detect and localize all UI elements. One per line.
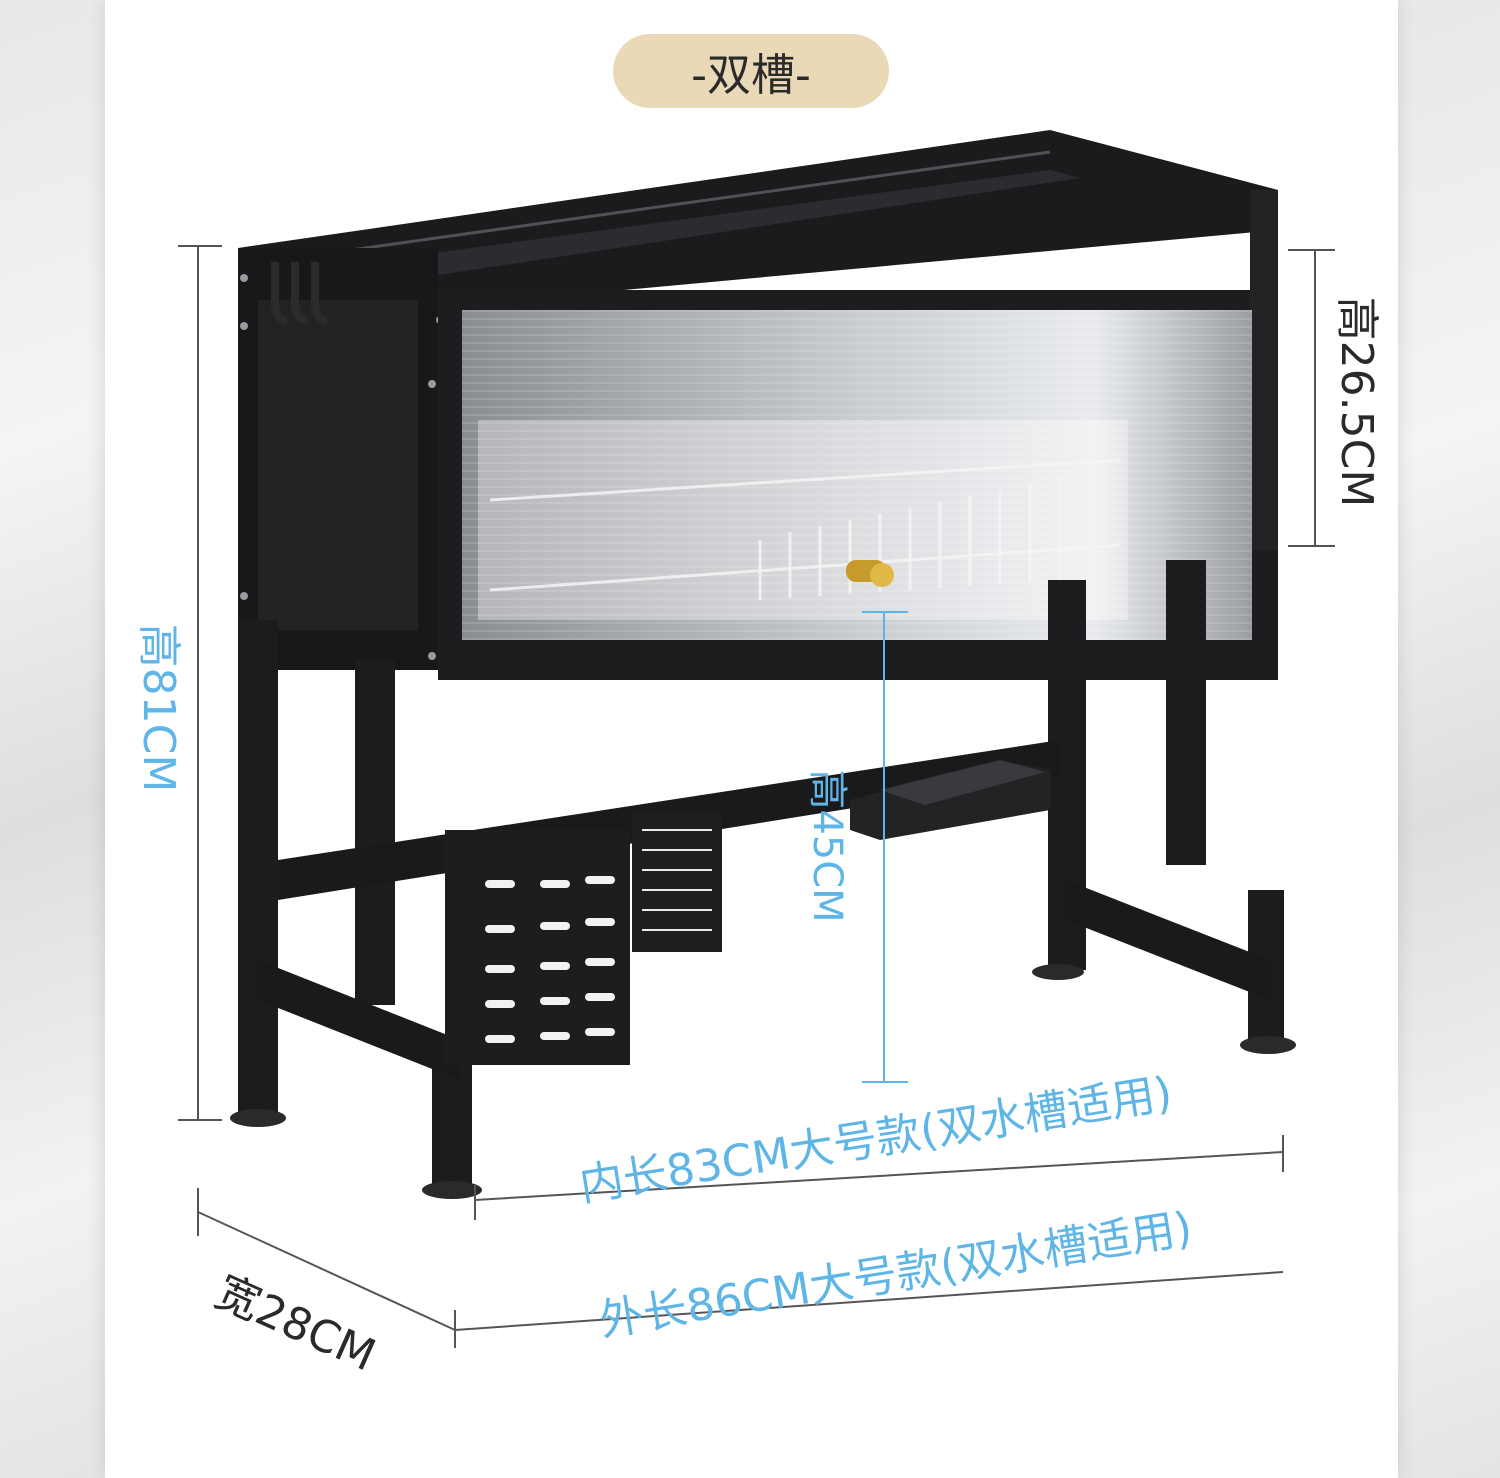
clearance-dimension-line: [862, 611, 908, 1083]
marble-background-right: [1398, 0, 1500, 1478]
utensil-holder: [632, 812, 722, 952]
variant-tag: -双槽-: [613, 34, 889, 108]
board-holder: [445, 830, 630, 1065]
knife-hooks: [271, 262, 328, 324]
cabinet-right-post: [1250, 190, 1278, 550]
bottom-frame: [258, 740, 1270, 1080]
cabinet-top-rail: [238, 130, 1278, 305]
rack-legs: [238, 560, 1284, 1190]
left-side-inset: [258, 300, 418, 630]
clearance-height-label: 高45CM: [804, 769, 850, 923]
leg-feet: [230, 964, 1296, 1199]
dimension-lines: [178, 245, 1335, 1348]
door-handle[interactable]: [846, 560, 894, 587]
sliding-tray: [850, 760, 1050, 840]
total-height-label: 高81CM: [133, 623, 184, 793]
marble-background-left: [0, 0, 105, 1478]
cabinet-height-label: 高26.5CM: [1331, 296, 1382, 508]
glass-door: [462, 310, 1252, 640]
